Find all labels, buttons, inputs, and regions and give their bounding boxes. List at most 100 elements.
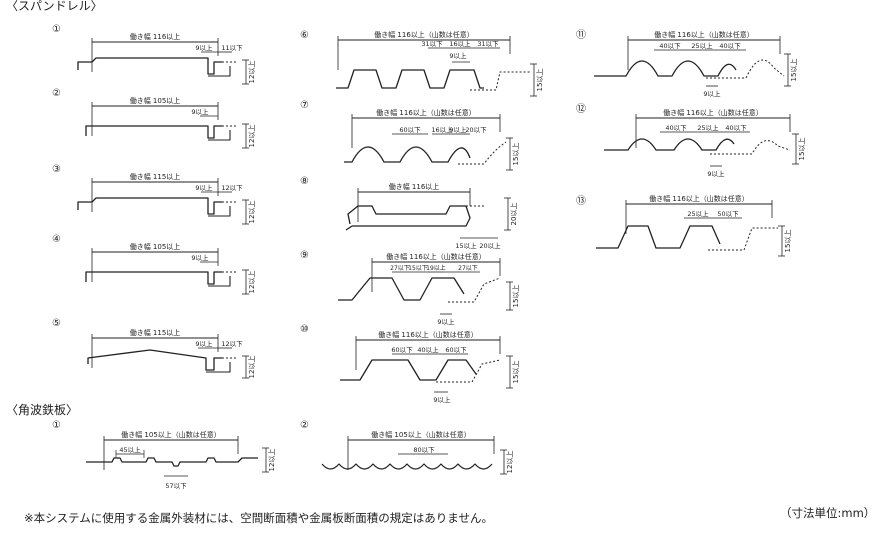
profile-line: [594, 60, 737, 77]
height-label: 15以上: [783, 230, 792, 253]
profile-line: [85, 125, 222, 139]
spandrel-section-title: 〈スパンドレル〉: [6, 0, 103, 13]
height-label: 15以上: [789, 59, 798, 82]
width-label: 働き幅 116以上（山数は任意）: [378, 330, 478, 339]
sub-dimension-label: 31以下: [477, 40, 499, 48]
profile-line: [85, 271, 222, 285]
sub-dimension-label: 15以上: [455, 241, 477, 250]
sub-dimension-label: 16以上: [431, 125, 453, 134]
profile-line: [347, 205, 471, 227]
sub-dimension-label: 27以下: [390, 265, 410, 272]
width-label: 働き幅 116以上: [389, 182, 440, 191]
sub-dimension-label: 25以上: [687, 209, 709, 218]
width-label: 働き幅 116以上（山数は任意）: [663, 108, 763, 117]
joint-line: [208, 130, 231, 141]
profile-line: [596, 225, 721, 249]
sub-dimension-label: 60以下: [445, 346, 467, 354]
sub-dimension-label: 9以上: [195, 183, 213, 192]
sub-dimension-label: 11以下: [221, 44, 243, 52]
profile-line: [604, 138, 735, 151]
height-label: 15以上: [511, 361, 520, 384]
sub-dimension-label: 57以下: [165, 482, 187, 490]
item-number: ⑨: [300, 250, 309, 261]
unit-note: （寸法単位:mm）: [780, 506, 876, 520]
height-label: 20以上: [509, 203, 518, 226]
height-label: 12以上: [505, 451, 514, 474]
sub-dimension-label: 9以上: [449, 125, 467, 134]
profile-line: [87, 349, 222, 371]
footnote: ※本システムに使用する金属外装材には、空間断面積や金属板断面積の規定はありません…: [24, 511, 493, 525]
height-label: 12以上: [267, 449, 276, 472]
sub-dimension-label: 15以下: [408, 265, 428, 272]
item-number: ②: [52, 88, 61, 99]
item-number: ⑤: [52, 318, 61, 329]
sub-dimension-label: 20以下: [465, 126, 487, 134]
wave-profile-line: [321, 463, 493, 470]
profile-line: [345, 225, 353, 231]
joint-line: [208, 206, 231, 217]
profile-line: [77, 197, 222, 215]
profile-line: [86, 457, 258, 467]
item-number: ③: [52, 164, 61, 175]
sub-dimension-label: 40以下: [659, 42, 681, 50]
width-label: 働き幅 116以上（山数は任意）: [654, 30, 754, 39]
width-label: 働き幅 105以上（山数は任意）: [371, 430, 471, 439]
width-label: 働き幅 116以上（山数は任意）: [386, 252, 486, 261]
width-label: 働き幅 105以上: [130, 242, 181, 251]
sub-dimension-label: 9以上: [195, 43, 213, 52]
item-number: ⑬: [576, 195, 586, 207]
height-label: 12以上: [247, 125, 256, 148]
sub-dimension-label: 40以下: [665, 124, 687, 132]
item-number: ⑩: [300, 324, 309, 335]
sub-dimension-label: 16以上: [449, 39, 471, 48]
height-label: 12以上: [247, 271, 256, 294]
item-number: ⑫: [576, 103, 586, 115]
width-label: 働き幅 116以上: [130, 32, 181, 41]
height-label: 15以上: [535, 69, 544, 92]
sub-dimension-label: 80以下: [413, 446, 435, 454]
sub-dimension-label: 9以上: [195, 339, 213, 348]
height-label: 12以上: [247, 61, 256, 84]
height-label: 15以上: [511, 143, 520, 166]
sub-dimension-label: 40以下: [725, 124, 747, 132]
overlap-line: [708, 227, 778, 251]
sub-dimension-label: 60以下: [399, 126, 421, 134]
profile-line: [340, 359, 477, 381]
sub-dimension-label: 25以上: [697, 123, 719, 132]
joint-line: [206, 362, 231, 373]
width-label: 働き幅 105以上: [130, 96, 181, 105]
item-number: ④: [52, 234, 61, 245]
item-number: ①: [52, 420, 61, 431]
sub-dimension-label: 9以上: [703, 89, 721, 98]
item-number: ⑪: [576, 29, 586, 41]
joint-line: [208, 66, 231, 77]
width-label: 働き幅 116以上（山数は任意）: [376, 108, 476, 117]
item-number: ②: [300, 420, 309, 431]
height-label: 12以上: [247, 201, 256, 224]
profile-line: [77, 57, 222, 75]
joint-line: [208, 276, 231, 287]
sub-dimension-label: 19以上: [426, 264, 446, 272]
overlap-line: [706, 59, 785, 79]
sub-dimension-label: 60以下: [391, 346, 413, 354]
width-label: 働き幅 116以上（山数は任意）: [374, 30, 474, 39]
corrugated-section-title: 〈角波鉄板〉: [6, 403, 79, 417]
item-number: ⑧: [300, 176, 309, 187]
sub-dimension-label: 45以上: [119, 445, 141, 454]
sub-dimension-label: 9以上: [437, 317, 455, 326]
sub-dimension-label: 40以下: [719, 42, 741, 50]
sub-dimension-label: 20以上: [479, 241, 501, 250]
sub-dimension-label: 9以上: [191, 107, 209, 116]
height-label: 12以上: [247, 356, 256, 379]
sub-dimension-label: 31以下: [421, 40, 443, 48]
width-label: 働き幅 115以上: [130, 172, 181, 181]
height-label: 15以上: [511, 285, 520, 308]
overlap-line: [470, 71, 530, 91]
profile-line: [336, 69, 484, 89]
sub-dimension-label: 9以上: [449, 51, 467, 60]
overlap-line: [458, 141, 507, 165]
sub-dimension-label: 9以上: [433, 395, 451, 404]
sub-dimension-label: 40以上: [417, 345, 439, 354]
sub-dimension-label: 27以下: [458, 265, 478, 272]
overlap-line: [448, 277, 501, 303]
